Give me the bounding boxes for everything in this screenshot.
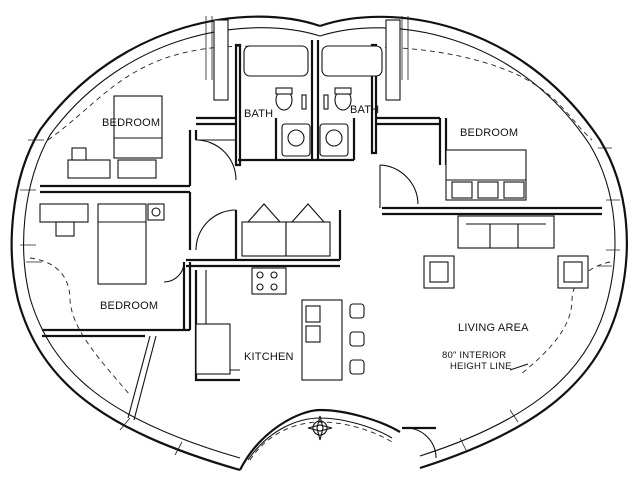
height-note-line1: 80" INTERIOR <box>442 350 507 361</box>
label-bath-right: BATH <box>350 104 380 116</box>
bedroom-upper-left-furniture <box>67 95 163 179</box>
label-bedroom-lower-left: BEDROOM <box>100 300 159 312</box>
height-note: 80" INTERIOR HEIGHT LINE <box>442 350 512 372</box>
bedroom-lower-left-furniture <box>39 203 165 285</box>
height-note-leader <box>509 363 529 371</box>
interior-walls <box>40 40 602 421</box>
bath-fixtures <box>213 19 401 157</box>
doors <box>163 139 437 459</box>
compass-rose-icon <box>307 415 333 441</box>
bedroom-right-furniture <box>445 149 527 201</box>
label-bath-left: BATH <box>244 108 274 120</box>
living-furniture <box>423 215 589 289</box>
label-kitchen: KITCHEN <box>244 351 294 363</box>
windows <box>20 16 620 456</box>
label-bedroom-upper-left: BEDROOM <box>102 117 161 129</box>
kitchen-fixtures <box>194 203 365 382</box>
label-living-area: LIVING AREA <box>458 322 529 334</box>
label-bedroom-right: BEDROOM <box>460 127 519 139</box>
height-note-line2: HEIGHT LINE <box>450 361 512 372</box>
